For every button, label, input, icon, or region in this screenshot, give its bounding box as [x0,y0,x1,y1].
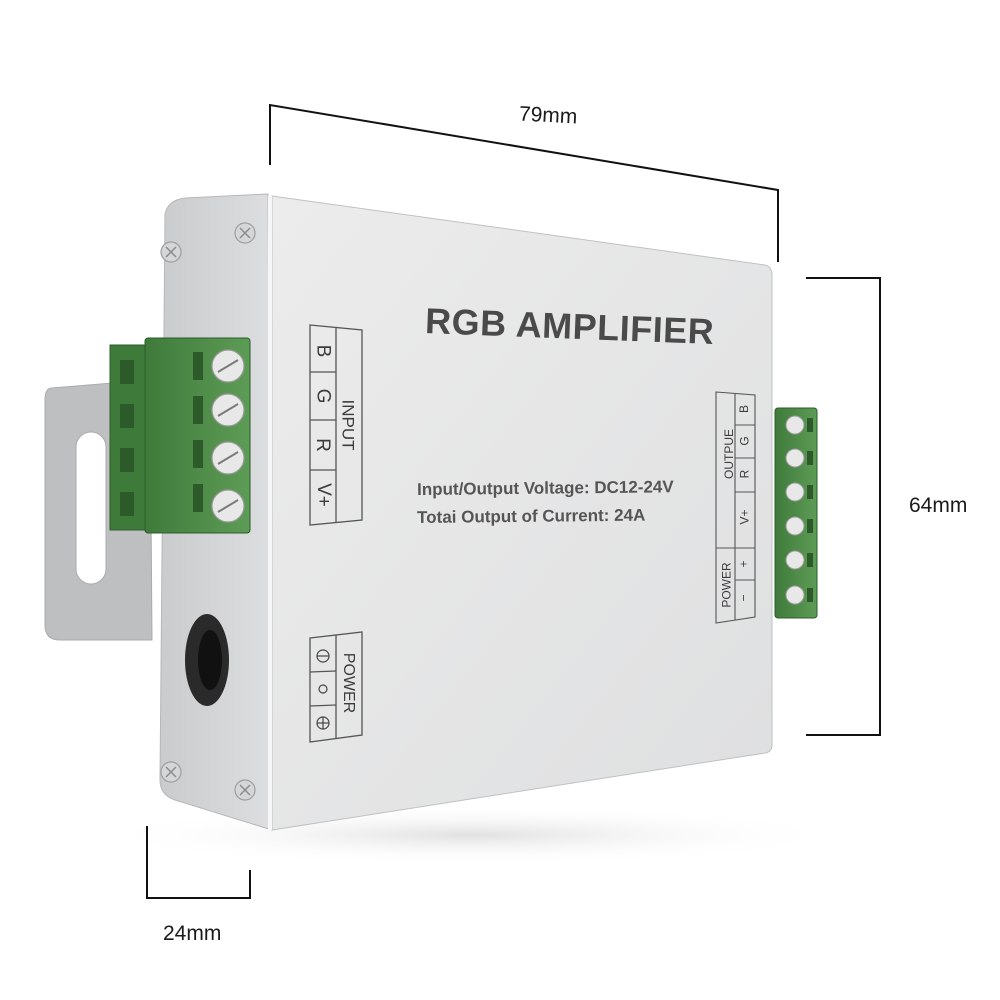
dimension-lines [146,103,881,899]
width-dimension-label: 79mm [518,102,578,129]
power-label-box [309,631,363,743]
polarity-icon [316,649,330,730]
output-pin-r: R [737,469,752,479]
output-pin-plus: + [736,560,751,568]
height-dimension-label: 64mm [909,494,968,517]
spec-current: Totai Output of Current: 24A [417,505,646,527]
input-label-box [309,324,363,526]
output-title: OUTPUE [722,428,737,480]
input-terminal-block [109,337,251,534]
input-pin-g: G [312,388,334,404]
output-pin-b: B [737,404,752,414]
input-pin-b: B [312,344,334,358]
output-power-title: POWER [719,562,734,608]
mounting-slot [75,431,107,585]
output-terminal-block [774,407,818,619]
output-pin-v: V+ [737,509,752,525]
input-pin-v: V+ [312,483,334,507]
depth-dimension-label: 24mm [163,922,222,945]
output-pin-minus: − [736,594,751,602]
front-face [271,195,773,831]
output-label-box [715,391,756,624]
floor-shadow [90,805,850,865]
spec-voltage: Input/Output Voltage: DC12-24V [417,477,674,499]
input-pin-r: R [311,438,333,452]
output-pin-g: G [737,436,752,446]
power-title: POWER [340,652,358,714]
input-title: INPUT [338,399,358,451]
